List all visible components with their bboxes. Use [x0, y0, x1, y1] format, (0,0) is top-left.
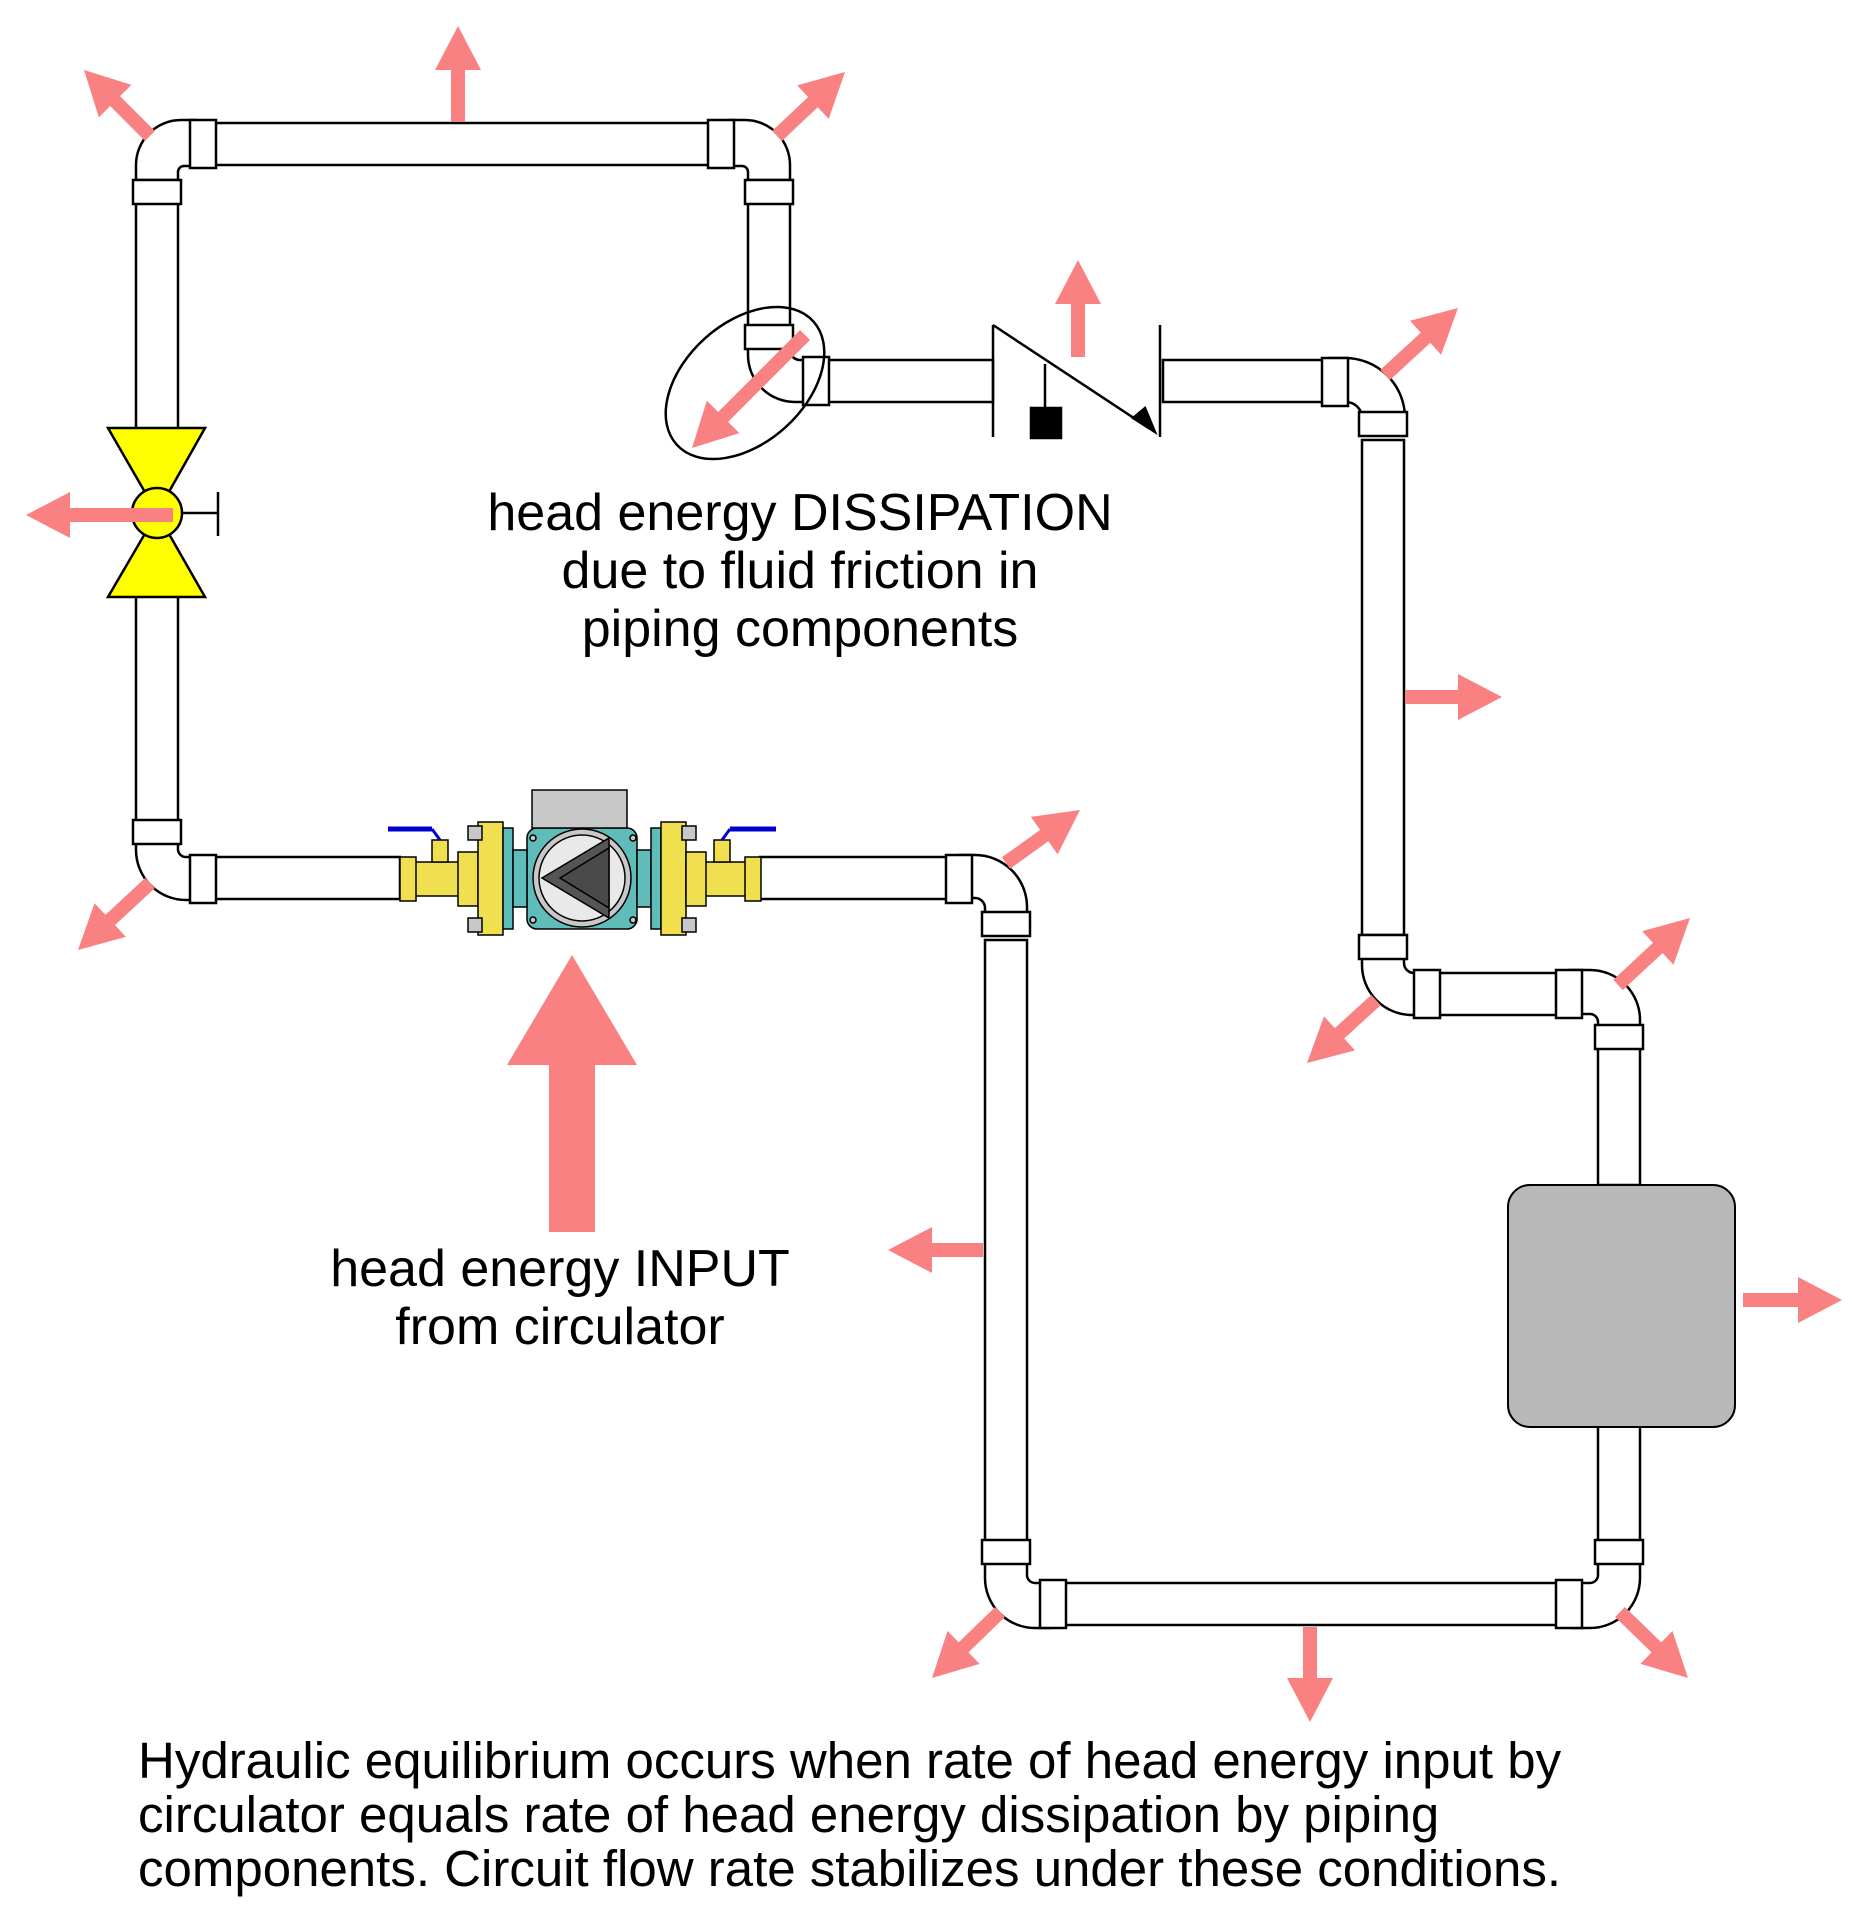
- energy-arrow-icon: [691, 330, 810, 449]
- pipe-bottom-left: [213, 855, 402, 901]
- input-label: head energy INPUT from circulator: [200, 1240, 920, 1356]
- energy-arrow-icon: [1743, 1277, 1842, 1323]
- caption-line: Hydraulic equilibrium occurs when rate o…: [138, 1732, 1562, 1789]
- dissipation-label-line: due to fluid friction in: [561, 542, 1039, 601]
- energy-arrow-icon: [1055, 260, 1101, 357]
- energy-arrow-icon: [1405, 674, 1502, 720]
- energy-arrow-icon: [78, 877, 155, 951]
- coupling: [131, 178, 183, 206]
- coupling: [980, 1538, 1032, 1566]
- coupling: [131, 818, 183, 846]
- pipe-left-lower: [134, 593, 180, 827]
- coupling: [944, 853, 974, 905]
- caption-line: circulator equals rate of head energy di…: [138, 1786, 1440, 1844]
- caption-line: components. Circuit flow rate stabilizes…: [138, 1840, 1562, 1898]
- highlight-ellipse: [664, 305, 826, 461]
- pipe-center-vertical: [983, 938, 1029, 1552]
- energy-arrow-icon: [1306, 994, 1381, 1063]
- elbow-pump-outlet: [958, 853, 1029, 922]
- coupling: [1554, 968, 1584, 1020]
- energy-arrow-icon: [26, 492, 173, 538]
- pipe-left-upper: [134, 198, 180, 442]
- energy-arrow-icon: [83, 69, 155, 141]
- elbow-bottom-center: [983, 1558, 1052, 1630]
- coupling: [1554, 1578, 1584, 1630]
- pipe-right-upper: [1596, 1043, 1642, 1187]
- coupling: [1320, 356, 1350, 408]
- ball-valve-icon: [388, 826, 479, 907]
- dissipation-label: head energy DISSIPATION due to fluid fri…: [300, 484, 1300, 659]
- coupling: [743, 178, 795, 206]
- caption: Hydraulic equilibrium occurs when rate o…: [138, 1732, 1828, 1898]
- pipe-after-check: [1161, 358, 1325, 404]
- coupling: [706, 118, 736, 170]
- coupling: [1593, 1538, 1645, 1566]
- pipe-top: [183, 121, 727, 167]
- energy-arrow-icon: [1615, 1606, 1689, 1678]
- coupling: [801, 355, 831, 407]
- dissipation-label-line: head energy DISSIPATION: [487, 484, 1113, 542]
- coupling: [188, 853, 218, 905]
- pipe-right-lower: [1596, 1423, 1642, 1547]
- coupling: [980, 910, 1032, 938]
- coupling: [188, 118, 218, 170]
- coupling: [743, 323, 795, 351]
- input-label-line: head energy INPUT: [330, 1240, 790, 1298]
- energy-arrow-icon: [1613, 918, 1691, 991]
- heat-emitter-icon: [1507, 1184, 1736, 1428]
- elbow-top-left: [134, 118, 198, 182]
- energy-arrows: [26, 26, 1842, 1722]
- energy-arrow-icon: [772, 71, 846, 142]
- elbow-right-mid: [1360, 953, 1427, 1017]
- energy-arrow-icon: [435, 26, 481, 122]
- check-valve-icon: [991, 323, 1162, 440]
- ball-valve-icon: [685, 826, 776, 907]
- pipe-pump-outlet: [758, 855, 962, 901]
- coupling: [1593, 1023, 1645, 1051]
- energy-arrow-icon: [507, 955, 637, 1232]
- pipe-before-check: [826, 358, 995, 404]
- energy-arrow-icon: [1380, 308, 1459, 381]
- input-label-line: from circulator: [395, 1298, 725, 1357]
- dissipation-label-line: piping components: [581, 600, 1019, 659]
- coupling: [1038, 1578, 1068, 1630]
- coupling: [1357, 410, 1409, 438]
- pipe-step: [1433, 971, 1562, 1017]
- pipe-bottom: [1063, 1581, 1562, 1627]
- energy-arrow-icon: [931, 1606, 1005, 1678]
- coupling: [1412, 968, 1442, 1020]
- pipe-right-long: [1360, 438, 1406, 937]
- energy-arrow-icon: [888, 1227, 983, 1273]
- circulator-pump-icon: [388, 789, 776, 936]
- energy-arrow-icon: [1287, 1627, 1333, 1722]
- coupling: [1357, 933, 1409, 961]
- elbow-top-right: [728, 118, 792, 182]
- energy-arrow-icon: [1001, 810, 1080, 869]
